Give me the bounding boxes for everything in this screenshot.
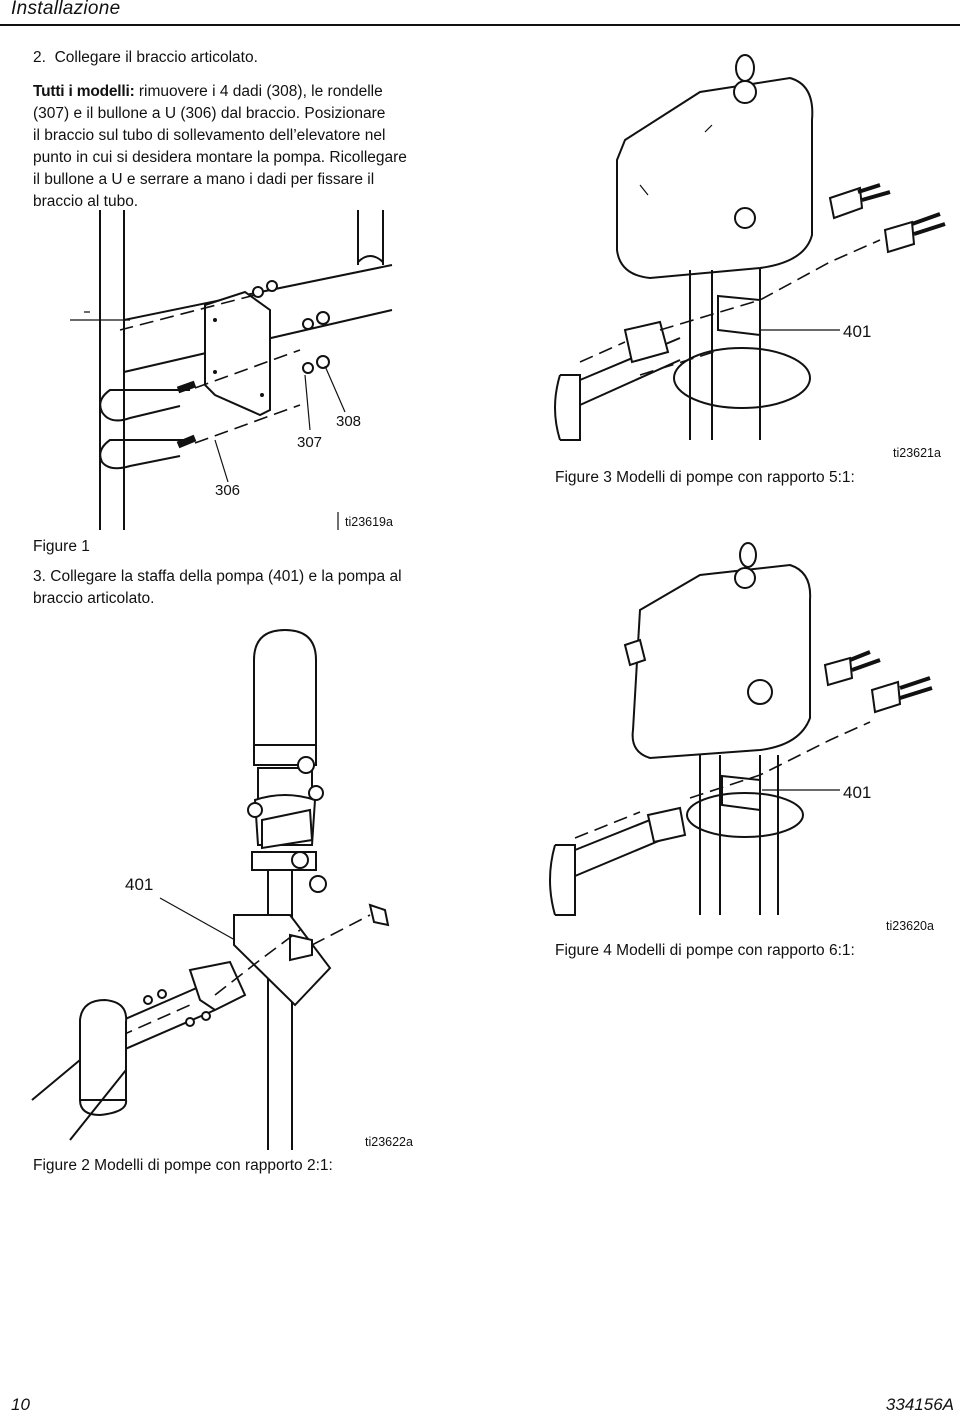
step-2-line-4: punto in cui si desidera montare la pomp… bbox=[33, 149, 407, 166]
step-2-line-3: il braccio sul tubo di sollevamento dell… bbox=[33, 127, 386, 144]
step-3-line-2: braccio articolato. bbox=[33, 590, 155, 607]
figure-2-caption: Figure 2 Modelli di pompe con rapporto 2… bbox=[33, 1157, 333, 1174]
callout-308: 308 bbox=[336, 413, 362, 430]
callout-306: 306 bbox=[215, 482, 241, 499]
figure-1-code: ti23619a bbox=[345, 515, 393, 529]
step-2-line-6: braccio al tubo. bbox=[33, 193, 139, 210]
step-2-number: 2. bbox=[33, 49, 46, 66]
step-2-line-1: rimuovere i 4 dadi (308), le rondelle bbox=[138, 83, 383, 100]
step-2-title: Collegare il braccio articolato. bbox=[54, 49, 258, 66]
figure-4-caption: Figure 4 Modelli di pompe con rapporto 6… bbox=[555, 942, 855, 959]
figure-2-code: ti23622a bbox=[365, 1135, 413, 1149]
page-number: 10 bbox=[11, 1395, 30, 1414]
figure-2-callout-401: 401 bbox=[125, 875, 154, 894]
step-3-line-1: Collegare la staffa della pompa (401) e … bbox=[50, 568, 402, 585]
step-2-body: Tutti i modelli: rimuovere i 4 dadi (308… bbox=[33, 81, 443, 213]
figure-4-code: ti23620a bbox=[886, 919, 934, 933]
step-2-line-2: (307) e il bullone a U (306) dal braccio… bbox=[33, 105, 386, 122]
step-2-lead: Tutti i modelli: bbox=[33, 83, 135, 100]
section-title: Installazione bbox=[11, 0, 121, 19]
step-3-number: 3. bbox=[33, 568, 46, 585]
step-2-line-5: il bullone a U e serrare a mano i dadi p… bbox=[33, 171, 375, 188]
header-rule bbox=[0, 24, 960, 26]
figure-3-callout-401: 401 bbox=[843, 322, 872, 341]
step-3-body: 3. Collegare la staffa della pompa (401)… bbox=[33, 566, 453, 610]
callout-307: 307 bbox=[297, 434, 323, 451]
step-2-heading: 2. Collegare il braccio articolato. bbox=[33, 47, 258, 69]
figure-3-caption: Figure 3 Modelli di pompe con rapporto 5… bbox=[555, 469, 855, 486]
figure-3-code: ti23621a bbox=[893, 446, 941, 460]
figure-1-caption: Figure 1 bbox=[33, 538, 90, 555]
figure-4-callout-401: 401 bbox=[843, 783, 872, 802]
document-id: 334156A bbox=[885, 1395, 954, 1414]
